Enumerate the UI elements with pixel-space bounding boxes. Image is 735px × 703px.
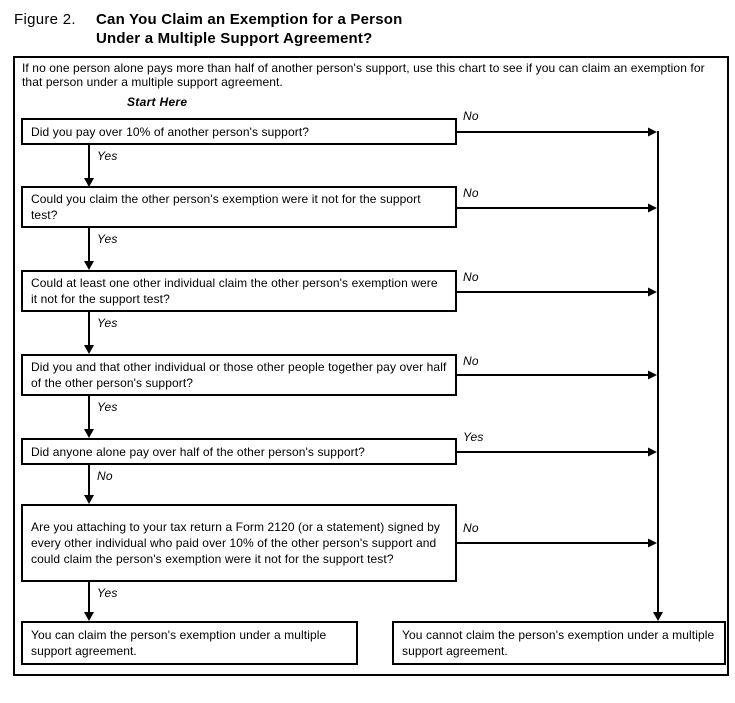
figure-title-line1: Can You Claim an Exemption for a Person xyxy=(96,11,403,28)
figure-title: Can You Claim an Exemption for a Person … xyxy=(96,10,402,48)
branch-label-q4-no: No xyxy=(463,354,479,368)
question-box-6: Are you attaching to your tax return a F… xyxy=(21,504,457,582)
branch-label-q2-no: No xyxy=(463,186,479,200)
figure-title-line2: Under a Multiple Support Agreement? xyxy=(96,30,373,47)
branch-label-q3-yes: Yes xyxy=(97,316,118,330)
branch-label-q6-no: No xyxy=(463,521,479,535)
question-box-5: Did anyone alone pay over half of the ot… xyxy=(21,438,457,465)
chart-border-frame xyxy=(13,56,729,676)
branch-label-q1-yes: Yes xyxy=(97,149,118,163)
question-box-1: Did you pay over 10% of another person's… xyxy=(21,118,457,145)
branch-label-q4-yes: Yes xyxy=(97,400,118,414)
branch-label-q2-yes: Yes xyxy=(97,232,118,246)
figure-label: Figure 2. xyxy=(14,11,76,28)
question-box-2: Could you claim the other person's exemp… xyxy=(21,186,457,228)
start-here-label: Start Here xyxy=(127,95,188,109)
branch-label-q3-no: No xyxy=(463,270,479,284)
question-box-4: Did you and that other individual or tho… xyxy=(21,354,457,396)
branch-label-q5-yes: Yes xyxy=(463,430,484,444)
question-box-3: Could at least one other individual clai… xyxy=(21,270,457,312)
intro-text: If no one person alone pays more than ha… xyxy=(22,61,705,89)
branch-label-q1-no: No xyxy=(463,109,479,123)
branch-label-q6-yes: Yes xyxy=(97,586,118,600)
result-box-cannot-claim: You cannot claim the person's exemption … xyxy=(392,621,726,665)
branch-label-q5-no: No xyxy=(97,469,113,483)
result-box-can-claim: You can claim the person's exemption und… xyxy=(21,621,358,665)
